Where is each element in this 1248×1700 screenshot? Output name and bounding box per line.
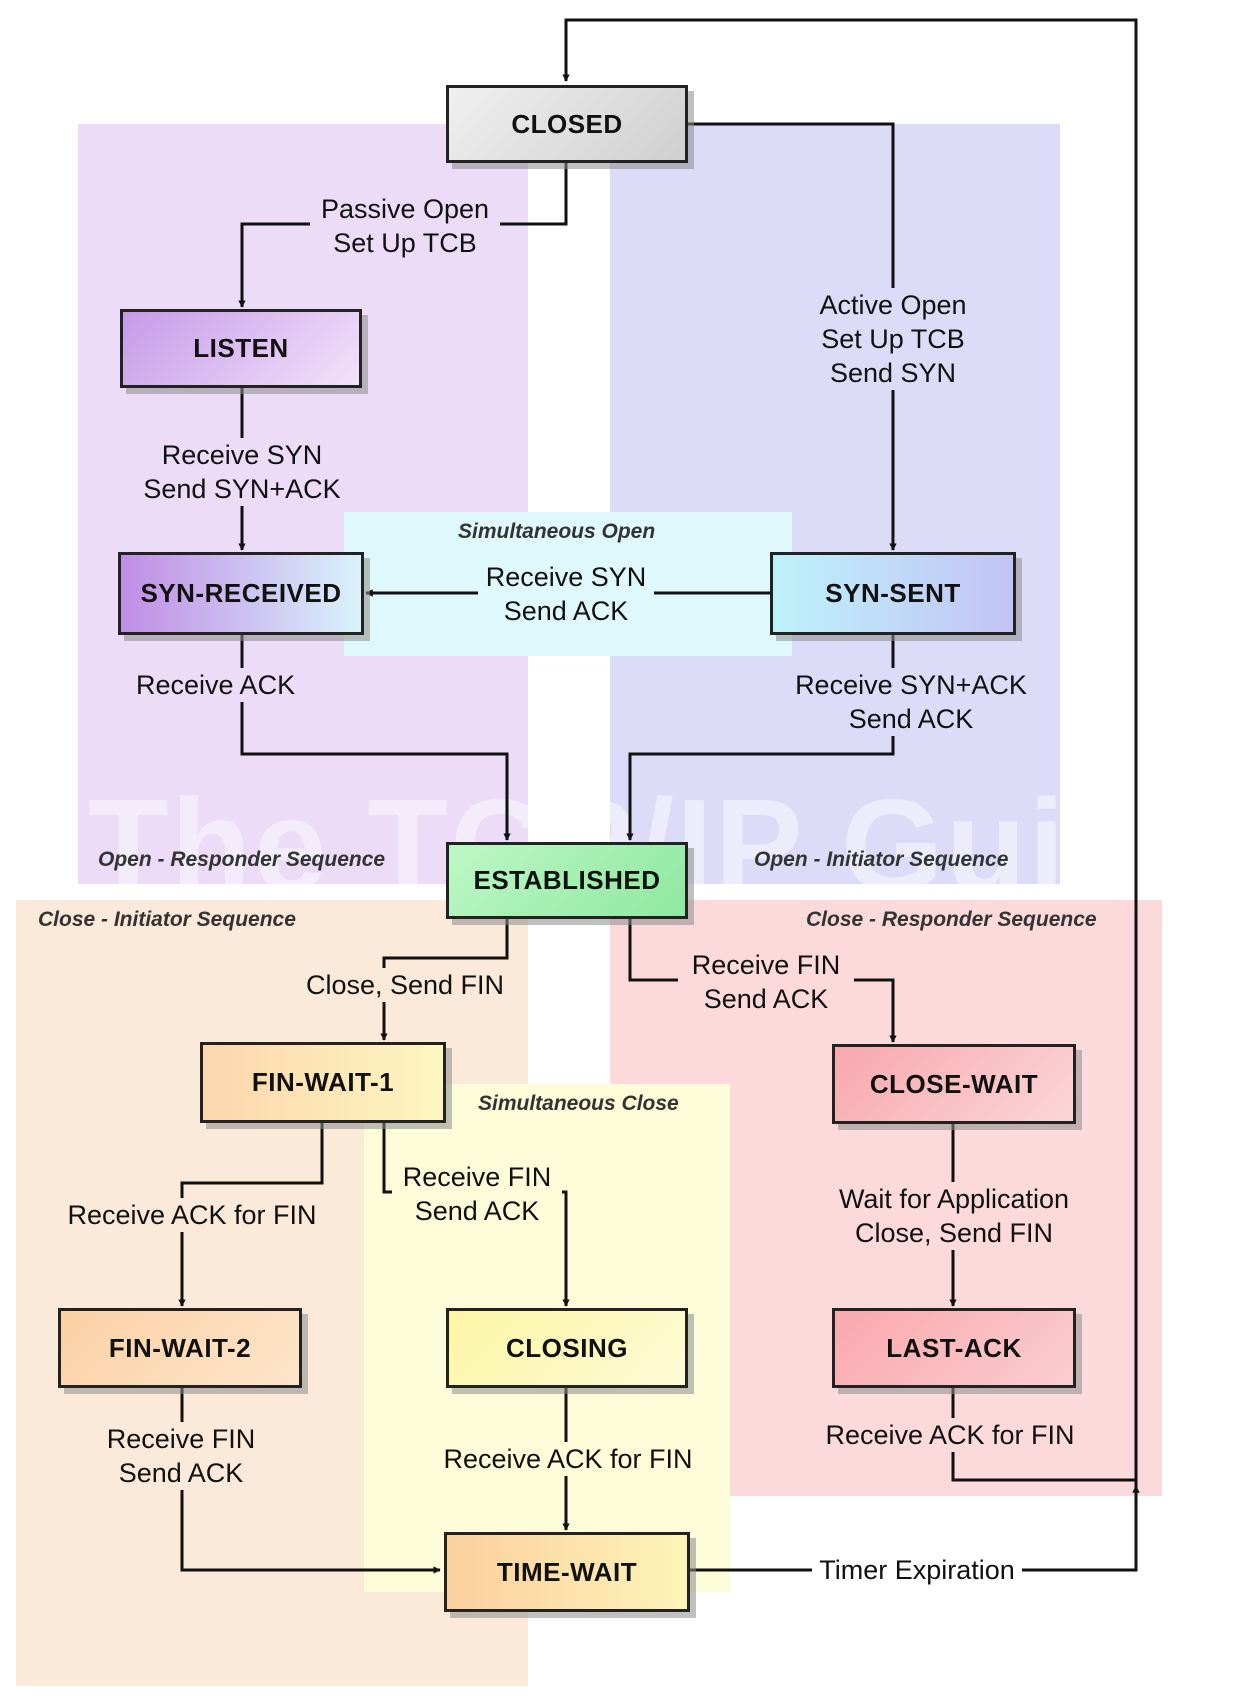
state-syn-received: SYN-RECEIVED xyxy=(118,552,364,635)
label-lastack-to-closed: Receive ACK for FIN xyxy=(810,1418,1090,1452)
label-close-initiator: Close - Initiator Sequence xyxy=(38,908,296,931)
label-est-to-finwait1: Close, Send FIN xyxy=(294,968,516,1002)
label-simultaneous-open: Simultaneous Open xyxy=(458,520,656,543)
label-closing-to-timewait: Receive ACK for FIN xyxy=(430,1442,706,1476)
state-fin-wait-2: FIN-WAIT-2 xyxy=(58,1308,302,1388)
label-listen-to-synrcvd: Receive SYN Send SYN+ACK xyxy=(128,438,356,506)
state-last-ack: LAST-ACK xyxy=(832,1308,1076,1388)
arrow-synrcvd-to-est xyxy=(240,635,511,841)
state-listen: LISTEN xyxy=(120,309,362,388)
label-passive-open: Passive Open Set Up TCB xyxy=(310,192,500,260)
label-simultaneous-open-transition: Receive SYN Send ACK xyxy=(478,560,654,628)
label-closewait-to-lastack: Wait for Application Close, Send FIN xyxy=(826,1182,1082,1250)
state-closing: CLOSING xyxy=(446,1308,688,1388)
label-simultaneous-close: Simultaneous Close xyxy=(478,1092,679,1115)
state-close-wait: CLOSE-WAIT xyxy=(832,1044,1076,1124)
state-closed: CLOSED xyxy=(446,85,688,163)
label-finwait2-to-timewait: Receive FIN Send ACK xyxy=(90,1422,272,1490)
arrow-finwait1-to-finwait2 xyxy=(178,1123,324,1307)
label-finwait1-to-finwait2: Receive ACK for FIN xyxy=(52,1198,332,1232)
state-fin-wait-1: FIN-WAIT-1 xyxy=(200,1042,446,1123)
arrow-synsent-to-est xyxy=(626,635,895,841)
state-syn-sent: SYN-SENT xyxy=(770,552,1016,635)
arrow-closed-to-synsent xyxy=(686,122,897,551)
label-synsent-to-est: Receive SYN+ACK Send ACK xyxy=(788,668,1034,736)
label-synrcvd-to-est: Receive ACK xyxy=(136,668,312,702)
label-est-to-closewait: Receive FIN Send ACK xyxy=(678,948,854,1016)
region-open-initiator xyxy=(610,124,1060,884)
label-open-responder: Open - Responder Sequence xyxy=(98,848,386,871)
label-timewait-to-closed: Timer Expiration xyxy=(812,1553,1022,1587)
state-established: ESTABLISHED xyxy=(446,842,688,919)
label-active-open: Active Open Set Up TCB Send SYN xyxy=(800,288,986,390)
label-finwait1-to-closing: Receive FIN Send ACK xyxy=(392,1160,562,1228)
state-time-wait: TIME-WAIT xyxy=(444,1532,690,1612)
arrow-return-to-closed xyxy=(562,18,1138,1486)
label-close-responder: Close - Responder Sequence xyxy=(806,908,1097,931)
label-open-initiator: Open - Initiator Sequence xyxy=(754,848,1009,871)
